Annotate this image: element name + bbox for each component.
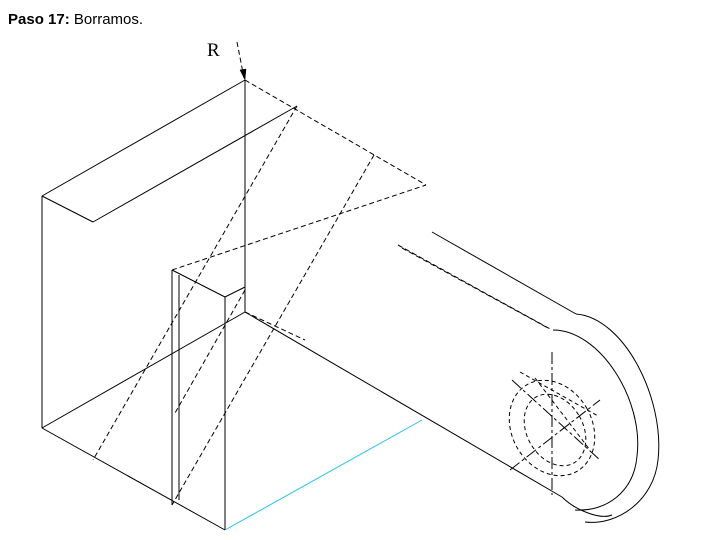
upright-block [41, 79, 427, 531]
construction-lines [92, 105, 375, 506]
hole [508, 352, 601, 495]
step-text: Borramos. [69, 11, 144, 28]
axis-r: R [207, 40, 247, 312]
label-r: R [207, 40, 220, 61]
step-caption: Paso 17: Borramos. [8, 11, 143, 28]
highlighted-edge [224, 419, 423, 531]
arm-rounded-end [552, 313, 660, 523]
step-number: Paso 17: [8, 11, 70, 28]
base-arm [244, 231, 577, 498]
